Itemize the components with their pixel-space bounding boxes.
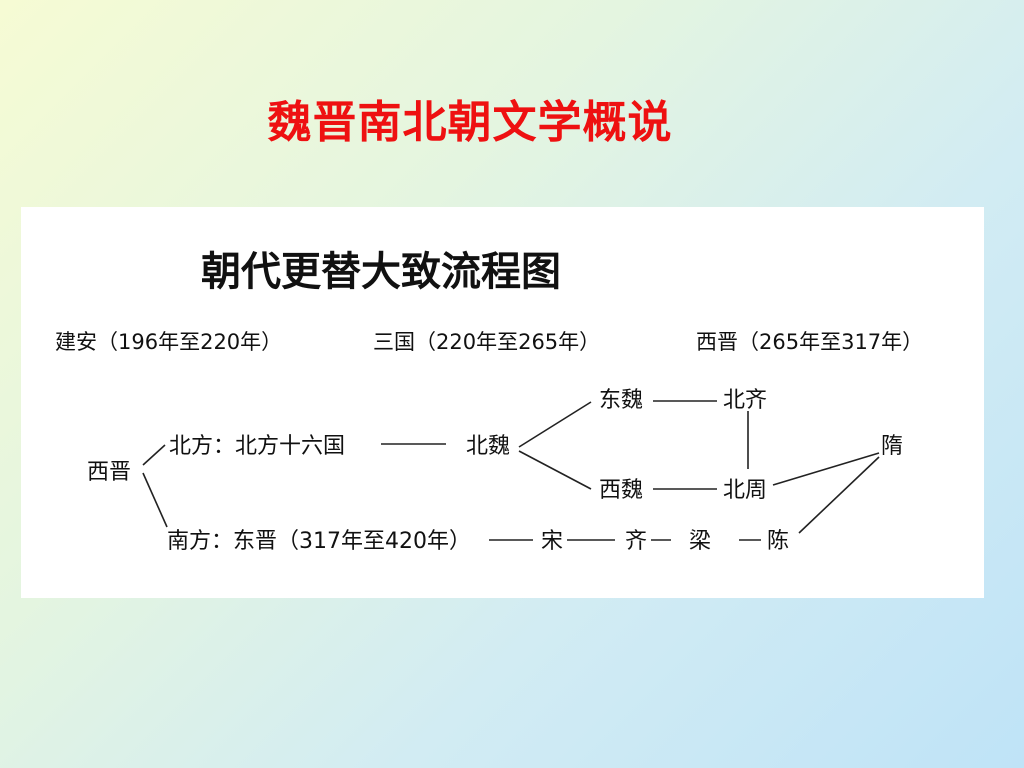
node-xiwei: 西魏 xyxy=(599,478,643,503)
diagram-panel: 朝代更替大致流程图 建安（196年至220年） 三国（220年至265年） 西晋… xyxy=(21,207,984,598)
edge-beiwei-xiwei xyxy=(518,450,592,490)
node-dongwei: 东魏 xyxy=(599,388,643,413)
edge-chen-sui xyxy=(798,456,880,534)
node-south: 南方：东晋（317年至420年） xyxy=(167,529,471,554)
dynasty-flowchart: 朝代更替大致流程图 建安（196年至220年） 三国（220年至265年） 西晋… xyxy=(55,249,923,554)
diagram-title: 朝代更替大致流程图 xyxy=(201,249,561,295)
node-beiqi: 北齐 xyxy=(723,388,767,413)
edge-beizhou-sui xyxy=(772,452,880,486)
node-north: 北方：北方十六国 xyxy=(169,434,345,459)
edge-beiwei-dongwei xyxy=(518,401,592,448)
edge-xijin-north xyxy=(142,444,166,466)
node-beiwei: 北魏 xyxy=(466,434,510,459)
node-chen: 陈 xyxy=(767,529,789,554)
node-xijin: 西晋 xyxy=(87,460,131,485)
node-qi: 齐 xyxy=(625,529,647,554)
period-sanguo: 三国（220年至265年） xyxy=(373,330,600,354)
node-liang: 梁 xyxy=(689,529,711,554)
slide-title: 魏晋南北朝文学概说 xyxy=(267,97,673,148)
edge-xijin-south xyxy=(142,472,168,528)
node-beizhou: 北周 xyxy=(723,478,767,503)
period-xijin: 西晋（265年至317年） xyxy=(696,330,923,354)
period-jianan: 建安（196年至220年） xyxy=(55,330,282,354)
node-sui: 隋 xyxy=(881,434,903,459)
node-song: 宋 xyxy=(541,529,563,554)
